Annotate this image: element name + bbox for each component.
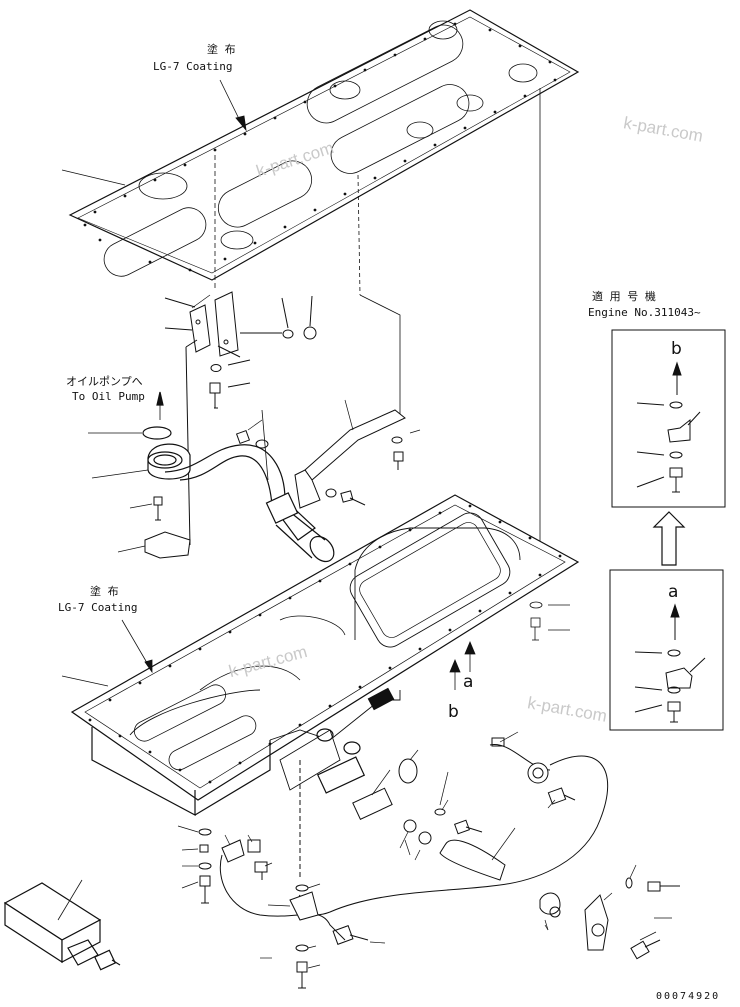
detail-box-a [609,569,724,731]
engine-applicability-en: Engine No.311043~ [588,306,701,319]
engine-applicability-jp: 適 用 号 機 [592,290,656,303]
coating-label-jp-upper: 塗 布 [207,43,236,56]
coating-label-en-lower: LG-7 Coating [58,601,138,614]
detail-a-letter: a [668,582,679,602]
coating-label-en-upper: LG-7 Coating [153,60,233,73]
oil-pan-bolt-holes [88,504,562,784]
pipe-brackets [164,291,241,546]
coating-label-jp-lower: 塗 布 [90,585,119,598]
upper-gasket [68,9,580,281]
support-bracket [294,399,421,509]
oil-pump-label-en: To Oil Pump [72,390,145,403]
dipstick-guide [3,879,121,971]
drawing-number: 00074920 [656,991,721,1002]
detail-box-b [611,329,726,508]
suction-pipe [88,391,335,563]
oil-pan [70,494,580,817]
left-leader-stubs [177,731,672,969]
detail-b-letter: b [671,339,682,359]
oil-pump-label-jp: オイルポンプへ [66,375,143,388]
lower-left-fittings [198,760,369,989]
callout-b-letter: b [448,702,459,722]
pipe-bolts [117,419,269,559]
washers-nuts-top [209,295,317,409]
upper-leaders [61,79,541,580]
sensor-harness [297,737,680,960]
callout-a-letter: a [463,672,474,692]
arrow-a-to-b [652,511,686,566]
oil-pan-leaders [61,601,570,690]
